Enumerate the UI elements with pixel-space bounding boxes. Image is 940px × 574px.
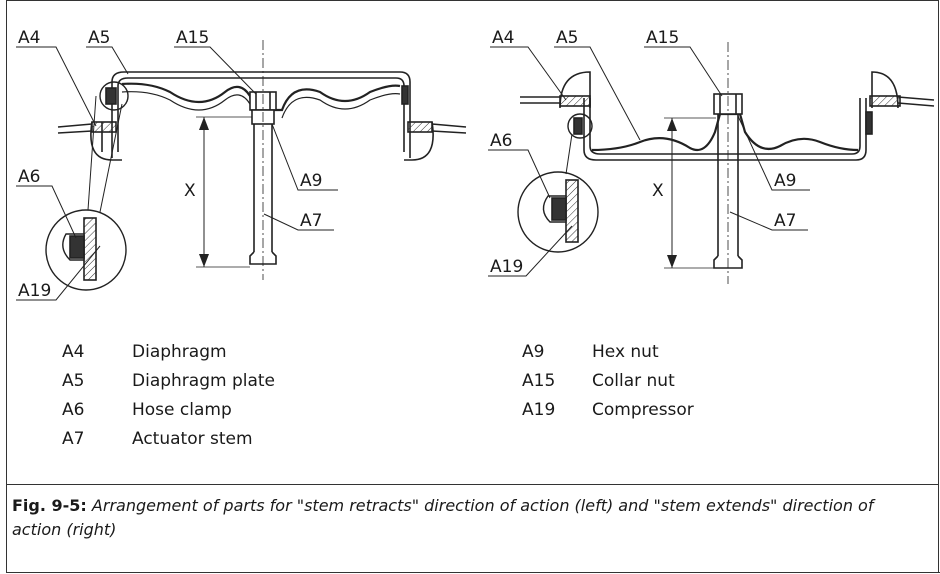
callout-a7-right: A7 [774, 211, 796, 231]
left-detail-circle [45, 209, 127, 291]
callout-a6-left: A6 [18, 167, 40, 187]
callout-a5-right: A5 [556, 28, 578, 48]
dimension-x-left: X [184, 181, 196, 201]
legend-code: A15 [522, 371, 556, 391]
legend-code: A5 [62, 371, 85, 391]
callout-a4-right: A4 [492, 28, 514, 48]
left-housing-cover [111, 71, 411, 158]
legend-code: A7 [62, 429, 85, 449]
callout-a19-left: A19 [18, 281, 51, 301]
callout-a6-right: A6 [490, 131, 512, 151]
technical-drawing: A4 A5 A15 A6 A9 A7 A19 X [16, 28, 935, 301]
legend-label: Diaphragm plate [132, 371, 276, 391]
legend-row: A15 Collar nut [522, 367, 694, 396]
legend-code: A6 [62, 400, 85, 420]
legend-label: Compressor [592, 400, 694, 420]
left-diaphragm-edge [57, 123, 93, 134]
legend-row: A7 Actuator stem [62, 425, 275, 454]
left-diaphragm-edge-right [431, 123, 467, 134]
left-callouts: A4 A5 A15 A6 A9 A7 A19 X [18, 28, 322, 301]
legend-label: Collar nut [592, 371, 675, 391]
right-diaphragm-plate [591, 112, 859, 152]
callout-a7-left: A7 [300, 211, 322, 231]
callout-a15-left: A15 [176, 28, 209, 48]
left-actuator-drawing [16, 40, 467, 301]
callout-a9-right: A9 [774, 171, 796, 191]
legend-row: A19 Compressor [522, 396, 694, 425]
right-callouts: A4 A5 A15 A6 A9 A7 A19 X [490, 28, 796, 277]
callout-a9-left: A9 [300, 171, 322, 191]
caption-divider [6, 484, 939, 485]
dimension-x-right: X [652, 181, 664, 201]
legend-label: Diaphragm [132, 342, 227, 362]
legend-label: Hose clamp [132, 400, 232, 420]
legend-label: Actuator stem [132, 429, 253, 449]
legend-row: A4 Diaphragm [62, 338, 275, 367]
figure-frame [5, 0, 940, 573]
callout-a15-right: A15 [646, 28, 679, 48]
caption-label: Fig. 9-5: [12, 496, 87, 515]
legend-label: Hex nut [592, 342, 659, 362]
legend-code: A4 [62, 342, 85, 362]
right-housing [583, 98, 867, 161]
legend-code: A9 [522, 342, 545, 362]
legend-left: A4 Diaphragm A5 Diaphragm plate A6 Hose cla… [62, 338, 275, 454]
legend-right: A9 Hex nut A15 Collar nut A19 Compressor [522, 338, 694, 425]
right-diaphragm-edge [520, 96, 560, 104]
legend-row: A9 Hex nut [522, 338, 694, 367]
callout-a4-left: A4 [18, 28, 40, 48]
legend-row: A5 Diaphragm plate [62, 367, 275, 396]
callout-a19-right: A19 [490, 257, 523, 277]
right-detail-circle [517, 171, 599, 253]
caption-text: Arrangement of parts for "stem retracts"… [12, 496, 874, 539]
right-actuator-drawing [488, 42, 935, 284]
legend-code: A19 [522, 400, 556, 420]
legend-row: A6 Hose clamp [62, 396, 275, 425]
figure-caption: Fig. 9-5: Arrangement of parts for "stem… [12, 494, 912, 542]
callout-a5-left: A5 [88, 28, 110, 48]
